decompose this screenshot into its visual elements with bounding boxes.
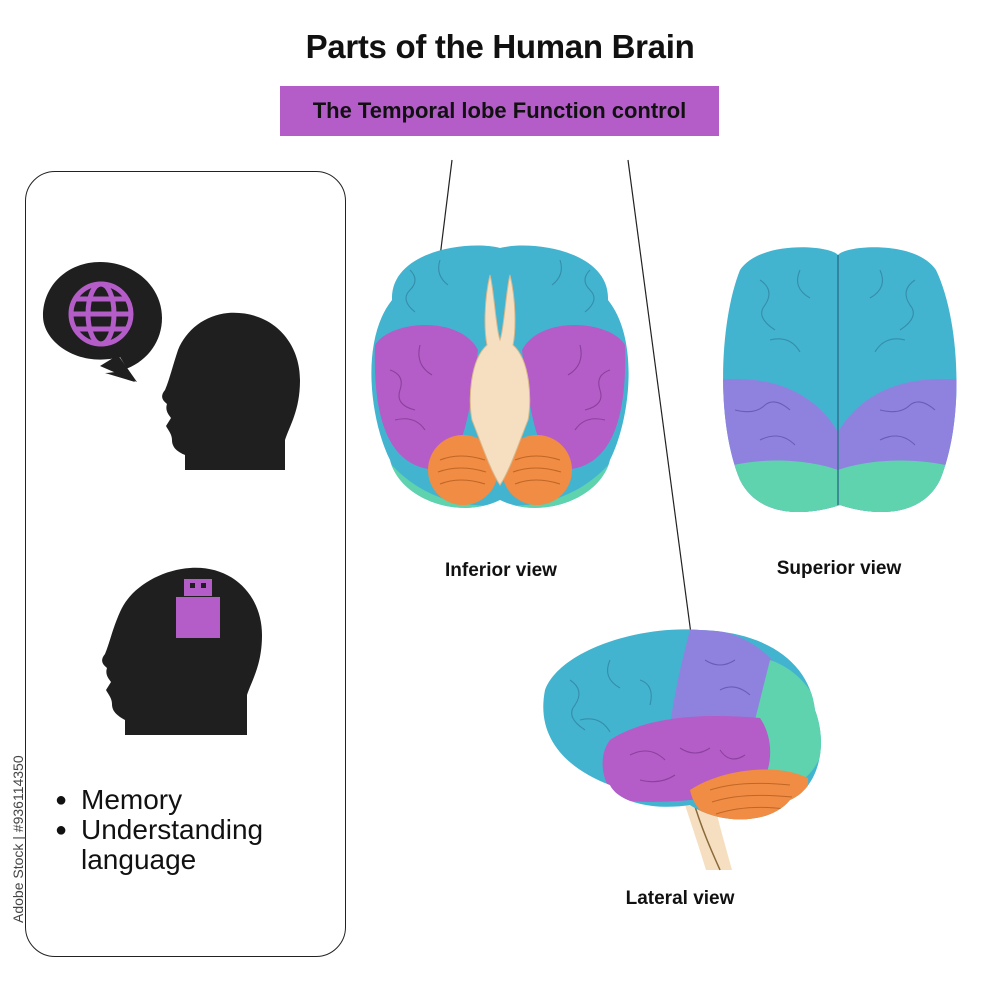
subtitle-text: The Temporal lobe Function control bbox=[312, 98, 687, 123]
credit-watermark: Adobe Stock | #936114350 bbox=[6, 755, 26, 925]
inferior-view-brain bbox=[371, 245, 629, 508]
head-silhouette-icon bbox=[102, 567, 262, 735]
function-label: Memory bbox=[81, 784, 183, 815]
function-list: ● Memory ● Understanding language bbox=[55, 785, 301, 875]
list-item: ● Memory bbox=[55, 785, 301, 815]
bullet-icon: ● bbox=[55, 789, 68, 811]
page-title: Parts of the Human Brain bbox=[305, 28, 695, 65]
globe-icon bbox=[68, 281, 134, 347]
list-item: ● Understanding language bbox=[55, 815, 301, 875]
lateral-view-brain bbox=[543, 629, 821, 871]
lateral-view-label: Lateral view bbox=[625, 888, 735, 909]
speech-bubble-icon bbox=[43, 262, 162, 382]
credit-text: Adobe Stock | #936114350 bbox=[10, 755, 26, 923]
subtitle-banner: The Temporal lobe Function control bbox=[280, 86, 719, 136]
head-silhouette-icon bbox=[162, 312, 300, 470]
superior-view-brain bbox=[723, 247, 957, 513]
function-label: Understanding language bbox=[81, 814, 264, 875]
inferior-view-label: Inferior view bbox=[445, 560, 557, 581]
function-panel bbox=[25, 171, 346, 957]
bullet-icon: ● bbox=[55, 819, 68, 841]
superior-view-label: Superior view bbox=[776, 558, 902, 579]
